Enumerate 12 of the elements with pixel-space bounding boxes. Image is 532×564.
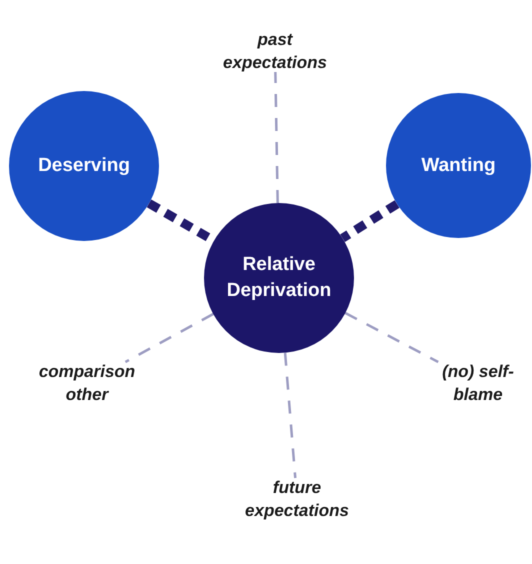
dashed-connector xyxy=(124,312,214,364)
circle-label: Wanting xyxy=(420,154,497,178)
dotted-connector xyxy=(340,200,400,242)
dashed-connector xyxy=(274,72,279,204)
circle-label: Deserving xyxy=(37,154,131,178)
factor-label: future expectations xyxy=(244,477,350,522)
dashed-connector xyxy=(344,312,439,364)
dashed-connector xyxy=(284,352,297,478)
factor-label: comparison other xyxy=(38,361,136,406)
factor-label: (no) self-blame xyxy=(441,361,515,406)
circle-label: Relative Deprivation xyxy=(226,253,332,303)
factor-label: past expectations xyxy=(222,29,328,74)
